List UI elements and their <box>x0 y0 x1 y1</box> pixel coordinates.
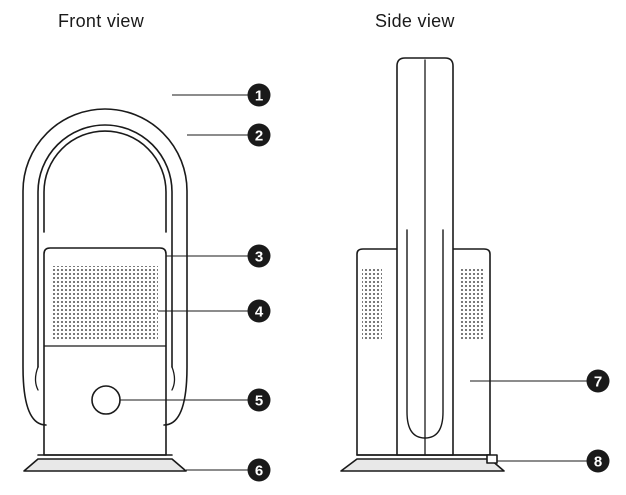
front-view-drawing <box>22 108 188 472</box>
callout-number-4: 4 <box>255 304 264 321</box>
left-loop-curl <box>34 366 39 391</box>
callout-badge-1: 1 <box>247 83 271 107</box>
callout-number-8: 8 <box>594 454 602 471</box>
front-view-title: Front view <box>58 11 145 31</box>
front-air-inlet-grille <box>52 266 158 340</box>
side-view-drawing <box>340 57 505 472</box>
right-loop-curl <box>171 366 176 391</box>
callout-badge-4: 4 <box>247 299 271 323</box>
callout-badge-8: 8 <box>586 449 610 473</box>
side-base <box>340 458 505 472</box>
callout-number-1: 1 <box>255 88 263 105</box>
side-left-grille <box>362 268 382 340</box>
outer-loop-frame <box>22 108 188 426</box>
callout-number-2: 2 <box>255 128 263 145</box>
callout-badge-3: 3 <box>247 244 271 268</box>
callout-number-5: 5 <box>255 393 263 410</box>
side-right-grille <box>461 268 483 340</box>
callout-number-6: 6 <box>255 463 263 480</box>
callout-badge-5: 5 <box>247 388 271 412</box>
callout-number-7: 7 <box>594 374 602 391</box>
air-outlet-slot <box>43 130 167 233</box>
leader-lines <box>120 94 587 471</box>
callout-badge-6: 6 <box>247 458 271 482</box>
rear-port <box>486 454 498 464</box>
front-body-housing <box>43 247 167 456</box>
control-button <box>91 385 121 415</box>
side-u-channel <box>406 229 444 439</box>
inner-loop <box>37 124 173 368</box>
callout-badge-2: 2 <box>247 123 271 147</box>
front-base <box>23 458 187 472</box>
callout-badge-7: 7 <box>586 369 610 393</box>
callout-number-3: 3 <box>255 249 263 266</box>
side-view-title: Side view <box>375 11 455 31</box>
